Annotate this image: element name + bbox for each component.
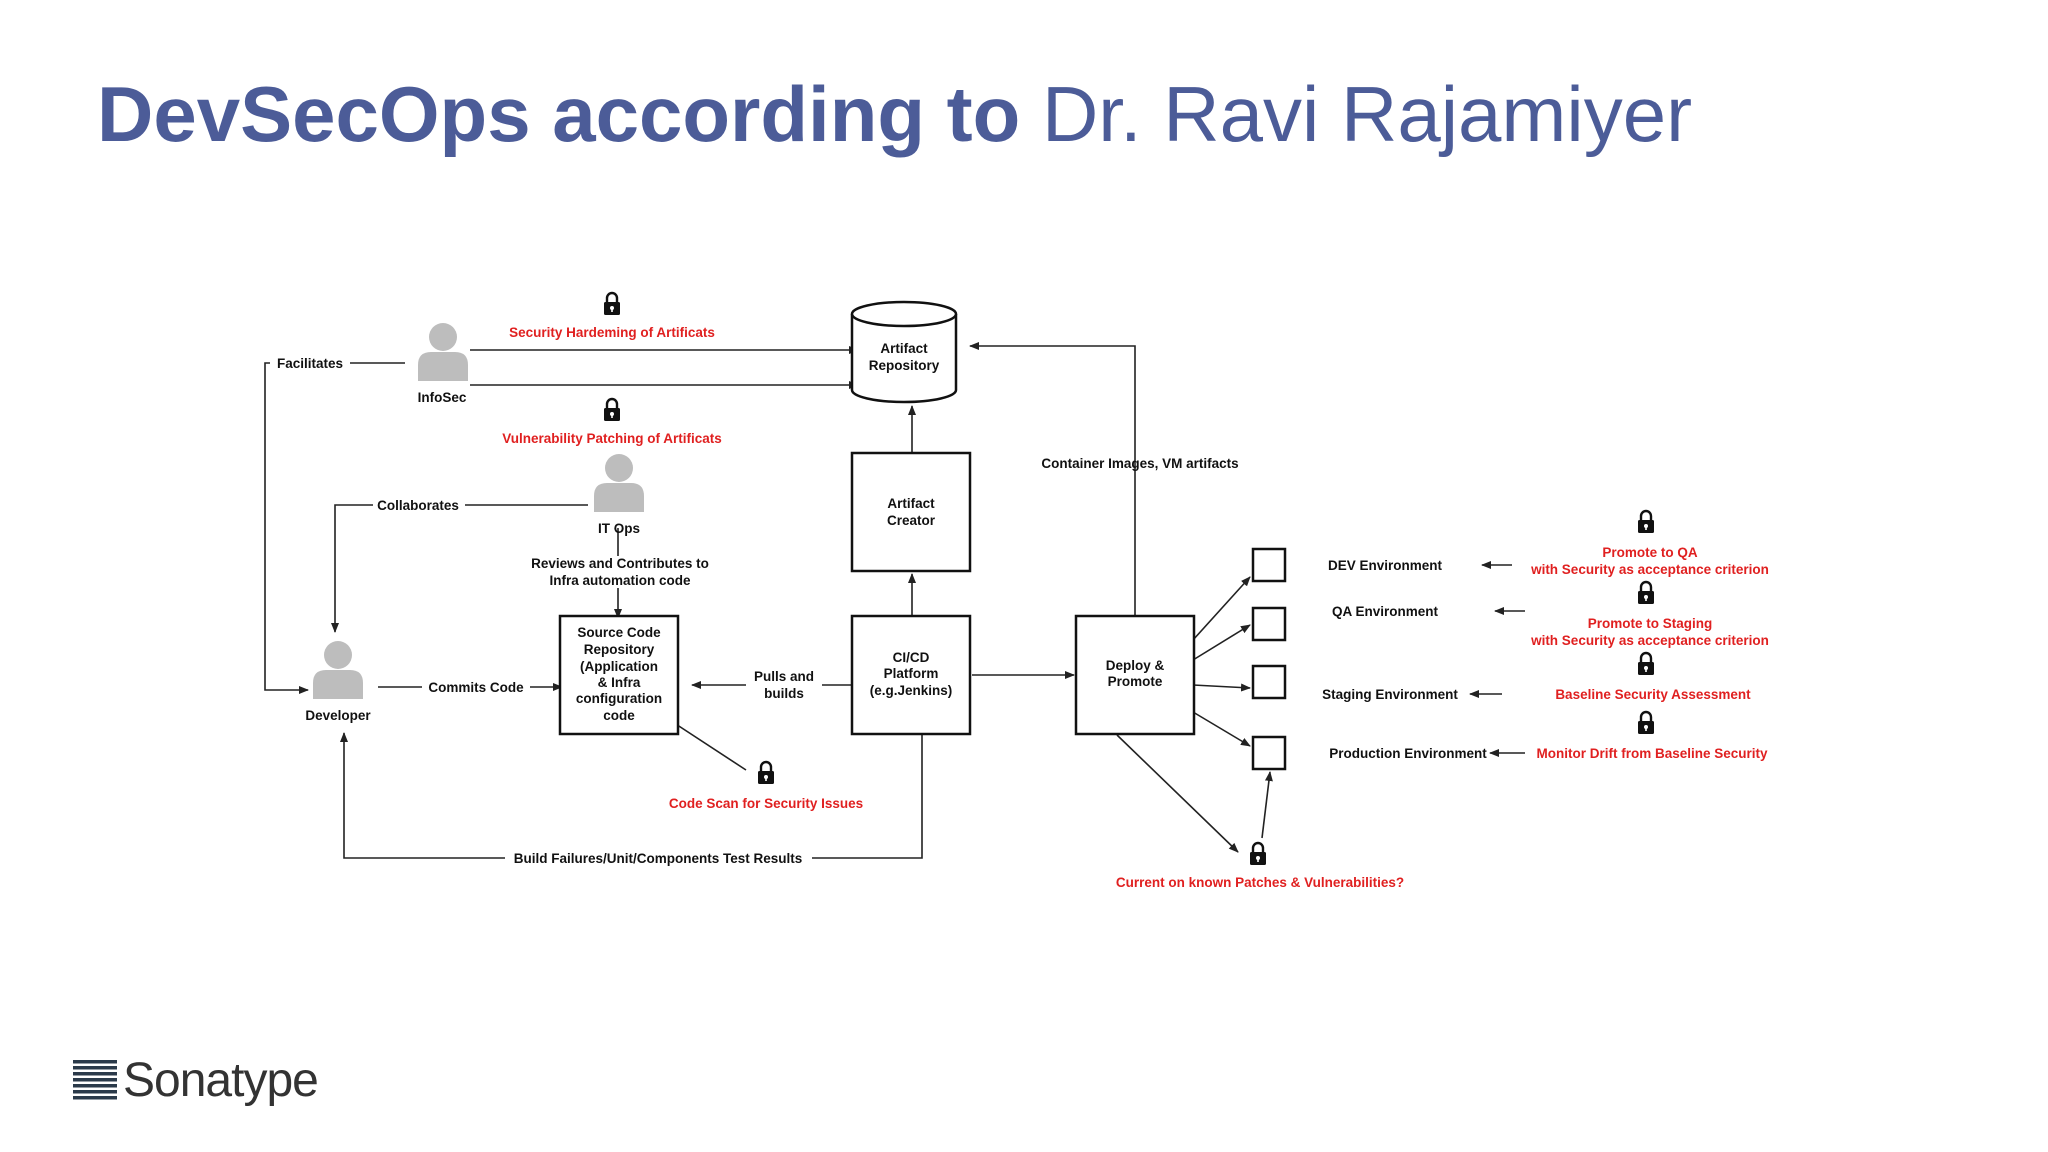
sonatype-logo-text: Sonatype xyxy=(123,1053,319,1107)
edge-reviews-1: Reviews and Contributes to xyxy=(531,556,709,571)
scr-label-5: configuration xyxy=(576,691,662,706)
deploy-label-2: Promote xyxy=(1108,674,1163,689)
env-box-production xyxy=(1251,735,1287,771)
artifact-repository: Artifact Repository xyxy=(850,300,958,404)
edge-facilitates: Facilitates xyxy=(277,356,343,371)
cicd-platform: CI/CD Platform (e.g.Jenkins) xyxy=(850,614,972,736)
sonatype-logo-icon xyxy=(73,1060,117,1100)
scr-label-4: & Infra xyxy=(598,675,641,690)
slide-title: DevSecOps according to Dr. Ravi Rajamiye… xyxy=(97,70,1693,158)
artifact-repository-label-2: Repository xyxy=(869,358,940,373)
scr-label-3: (Application xyxy=(580,659,658,674)
lock-icon xyxy=(1636,509,1656,535)
arrow-facilitates xyxy=(264,362,309,694)
lock-icon xyxy=(1248,841,1268,867)
artifact-creator-label-2: Creator xyxy=(887,513,936,528)
infosec-label: InfoSec xyxy=(418,390,467,405)
security-promote-staging-2: with Security as acceptance criterion xyxy=(1530,633,1769,648)
developer-label: Developer xyxy=(305,708,371,723)
lock-icon xyxy=(602,397,622,423)
lock-icon xyxy=(756,760,776,786)
lock-icon xyxy=(1636,580,1656,606)
env-label-production: Production Environment xyxy=(1329,746,1487,761)
artifact-creator: Artifact Creator xyxy=(850,451,972,573)
security-patching: Vulnerability Patching of Artificats xyxy=(502,431,722,446)
edge-build-failures: Build Failures/Unit/Components Test Resu… xyxy=(514,851,803,866)
security-promote-qa-1: Promote to QA xyxy=(1602,545,1698,560)
security-promote-qa-2: with Security as acceptance criterion xyxy=(1530,562,1769,577)
edge-pulls-2: builds xyxy=(764,686,804,701)
arrow-patches-production xyxy=(1261,771,1273,839)
cicd-label-3: (e.g.Jenkins) xyxy=(870,683,953,698)
security-code-scan: Code Scan for Security Issues xyxy=(669,796,863,811)
arrow-to-qa xyxy=(1192,624,1251,661)
arrow-to-production xyxy=(1192,711,1251,747)
lock-icon xyxy=(1636,651,1656,677)
sonatype-logo: Sonatype xyxy=(73,1050,319,1110)
env-label-staging: Staging Environment xyxy=(1322,687,1458,702)
title-bold: DevSecOps according to xyxy=(97,70,1021,158)
scr-label-1: Source Code xyxy=(577,625,661,640)
edge-collaborates: Collaborates xyxy=(377,498,459,513)
env-box-dev xyxy=(1251,547,1287,583)
infosec-person: InfoSec xyxy=(418,323,468,405)
lock-icon xyxy=(1636,710,1656,736)
itops-person: IT Ops xyxy=(594,454,644,536)
cicd-label-2: Platform xyxy=(884,666,939,681)
itops-label: IT Ops xyxy=(598,521,640,536)
line-build-failures-right xyxy=(812,734,923,859)
deploy-promote: Deploy & Promote xyxy=(1074,614,1196,736)
edge-pulls-1: Pulls and xyxy=(754,669,814,684)
arrow-to-staging xyxy=(1192,683,1251,692)
person-icon xyxy=(594,454,644,512)
artifact-creator-label-1: Artifact xyxy=(887,496,935,511)
cicd-label-1: CI/CD xyxy=(893,650,930,665)
scr-label-2: Repository xyxy=(584,642,655,657)
source-code-repository: Source Code Repository (Application & In… xyxy=(558,614,680,736)
edge-commits: Commits Code xyxy=(428,680,524,695)
title-light: Dr. Ravi Rajamiyer xyxy=(1041,70,1693,158)
security-hardening: Security Hardeming of Artificats xyxy=(509,325,715,340)
lock-icon xyxy=(602,291,622,317)
env-label-qa: QA Environment xyxy=(1332,604,1439,619)
arrow-container-images xyxy=(969,342,1136,616)
env-box-qa xyxy=(1251,606,1287,642)
security-drift: Monitor Drift from Baseline Security xyxy=(1536,746,1768,761)
security-patches: Current on known Patches & Vulnerabiliti… xyxy=(1116,875,1404,890)
arrow-to-patches xyxy=(1116,734,1239,853)
arrow-to-dev xyxy=(1192,576,1251,641)
security-promote-staging-1: Promote to Staging xyxy=(1588,616,1713,631)
env-box-staging xyxy=(1251,664,1287,700)
deploy-label-1: Deploy & xyxy=(1106,658,1165,673)
edge-container-images: Container Images, VM artifacts xyxy=(1041,456,1238,471)
arrow-collaborates xyxy=(331,504,373,633)
person-icon xyxy=(418,323,468,381)
person-icon xyxy=(313,641,363,699)
edge-reviews-2: Infra automation code xyxy=(549,573,691,588)
scr-label-6: code xyxy=(603,708,635,723)
developer-person: Developer xyxy=(305,641,371,723)
env-label-dev: DEV Environment xyxy=(1328,558,1443,573)
security-baseline: Baseline Security Assessment xyxy=(1555,687,1751,702)
artifact-repository-label-1: Artifact xyxy=(880,341,928,356)
arrow-build-failures xyxy=(340,732,505,859)
